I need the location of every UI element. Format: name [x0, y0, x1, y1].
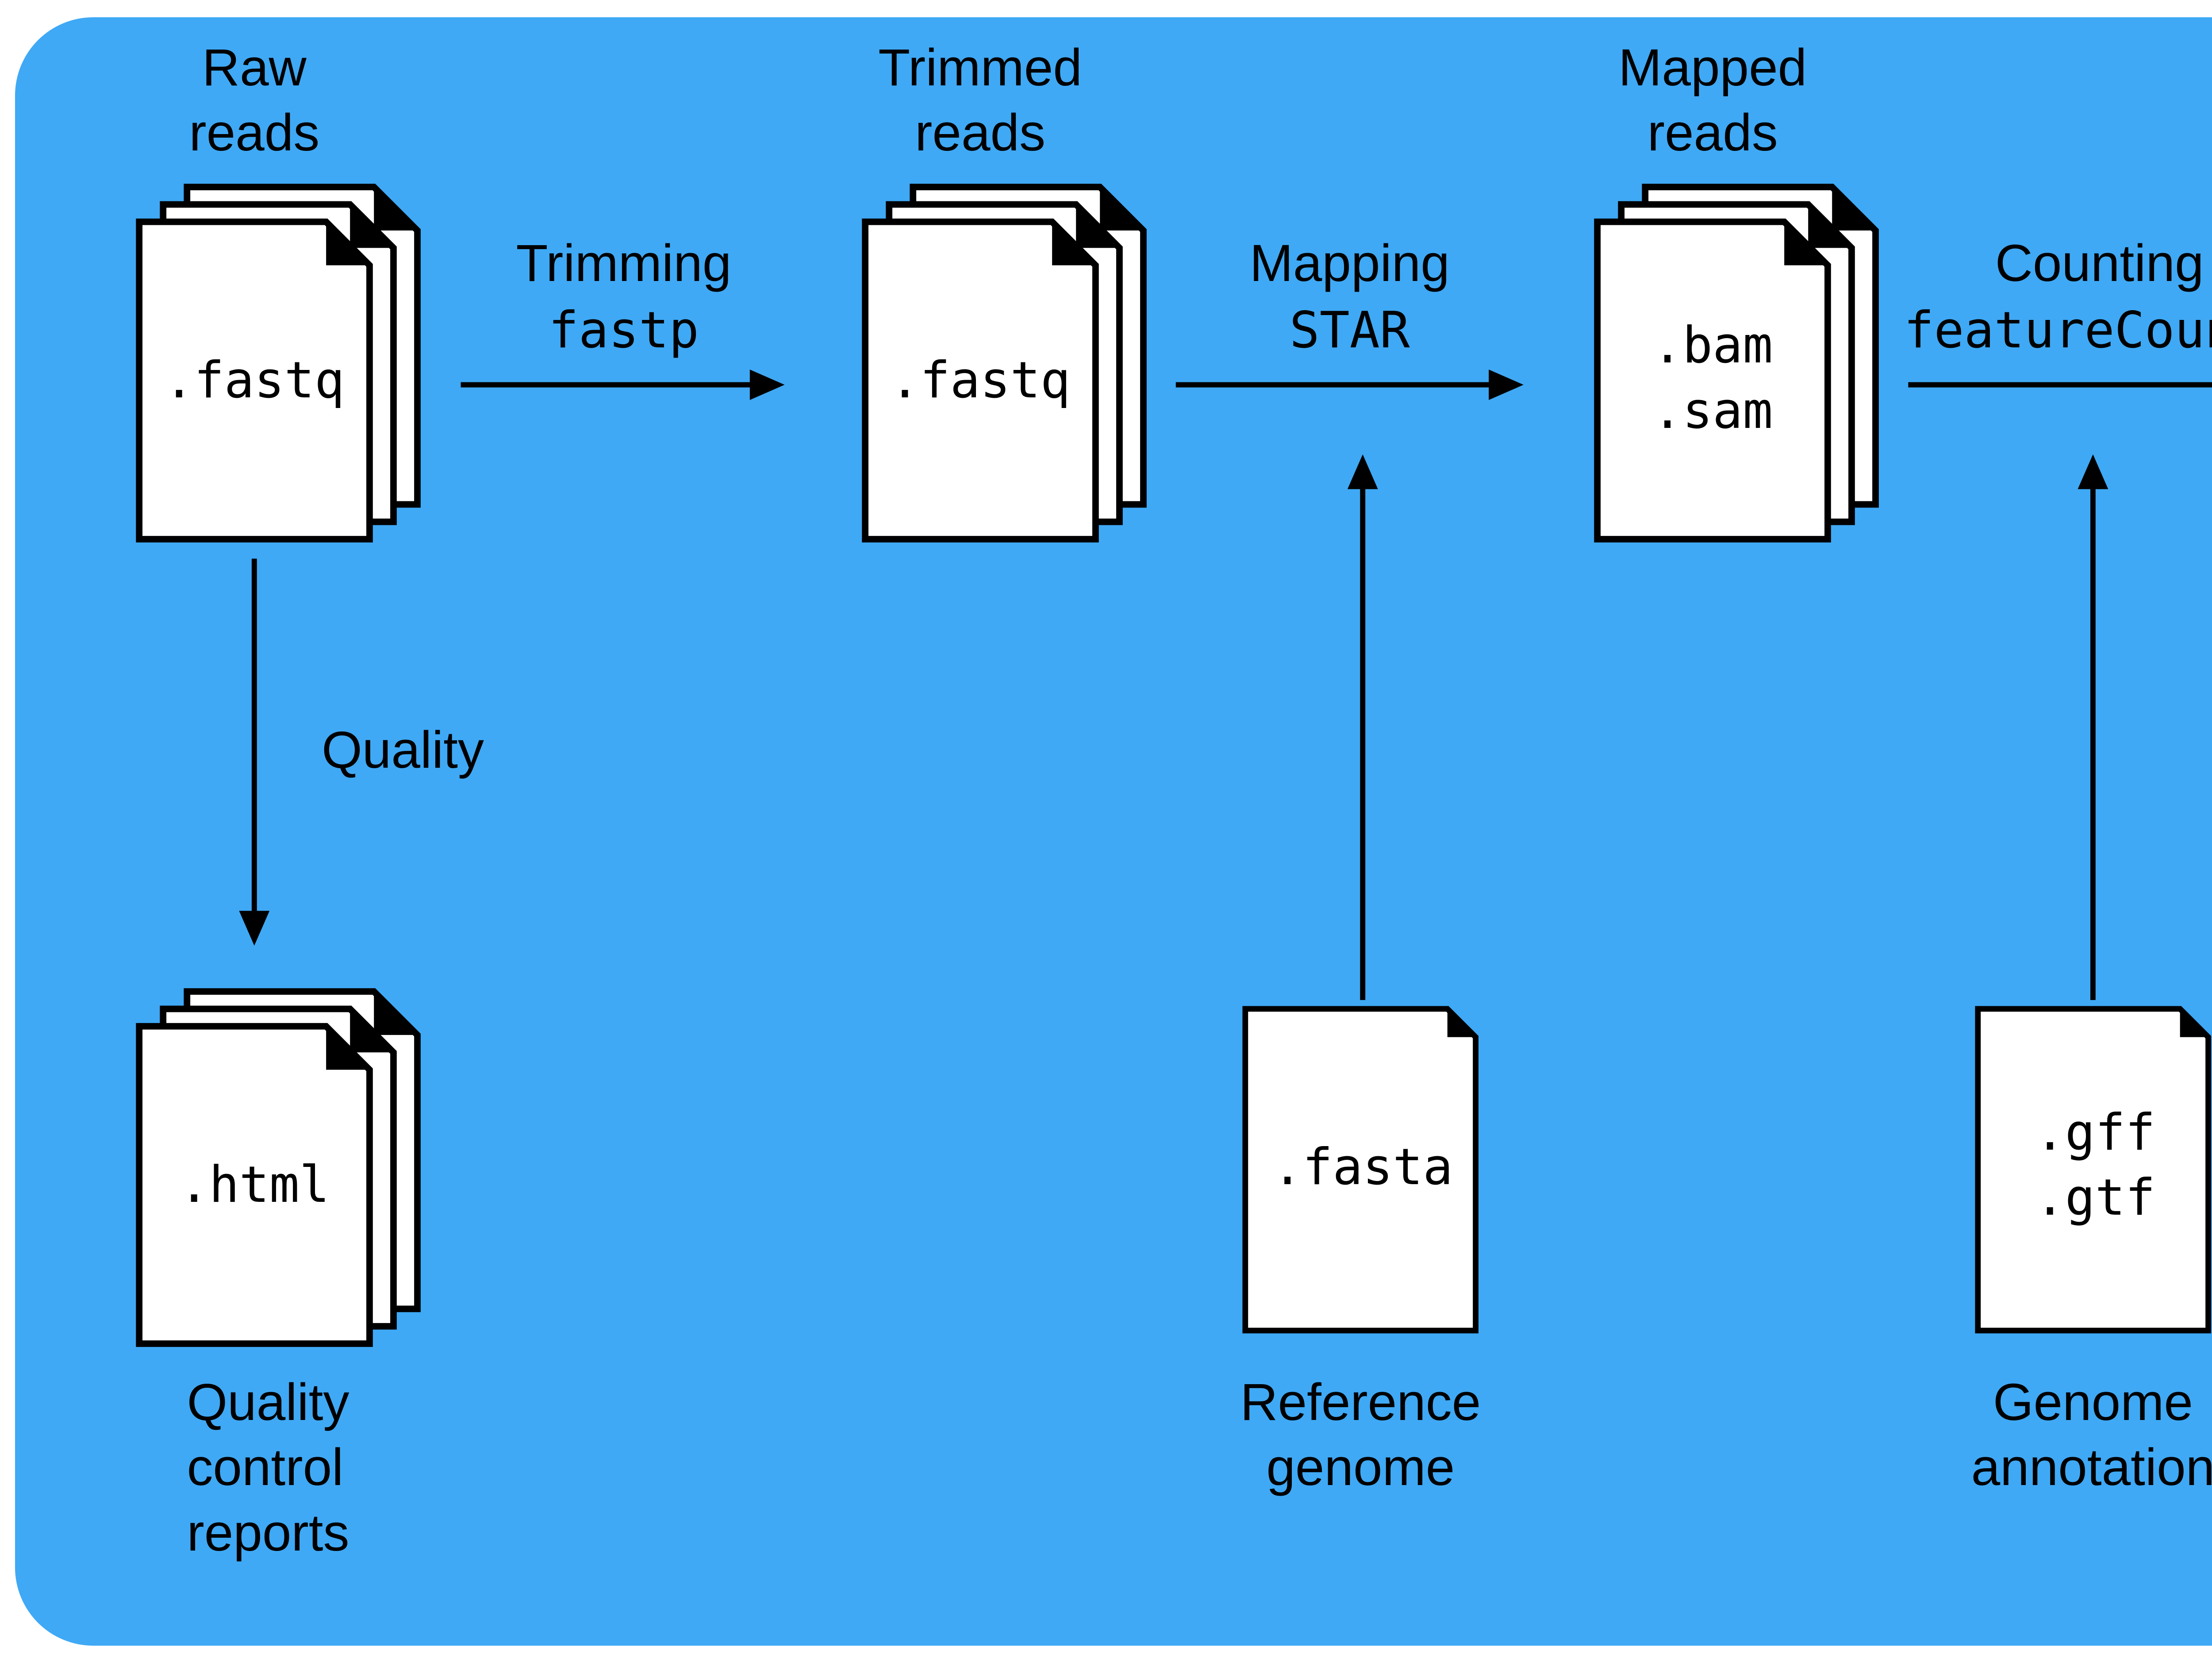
mapped-reads-label: Mapped reads: [1618, 38, 1807, 162]
mapping-step-tool: STAR: [1289, 301, 1410, 360]
trimmed-reads-label: Trimmed reads: [878, 38, 1082, 162]
counting-step-tool: featureCounts: [1904, 301, 2212, 360]
trimming-step-tool: fastp: [548, 301, 699, 360]
mapped-reads-stack-icon: [1594, 184, 1879, 543]
quality-reports-label: Quality control reports: [187, 1373, 349, 1562]
quality-step-label: Quality: [322, 720, 484, 779]
mapped-reads-ext: .bam .sam: [1593, 313, 1832, 443]
mapped-reads-ext-bam: .bam: [1652, 316, 1773, 375]
mapped-reads-ext-sam: .sam: [1652, 381, 1773, 440]
raw-reads-stack-icon: [136, 184, 421, 543]
raw-reads-ext: .fastq: [164, 351, 345, 410]
mapping-step: Mapping STAR: [1176, 231, 1524, 366]
raw-reads-label: Raw reads: [189, 38, 320, 162]
trimming-step-name: Trimming: [516, 233, 732, 292]
reference-genome-ext: .fasta: [1272, 1138, 1453, 1197]
counting-step-name: Counting: [1995, 233, 2204, 292]
counting-step: Counting featureCounts: [1893, 231, 2212, 366]
quality-reports-stack-icon: [136, 988, 421, 1347]
genome-annotation-ext: .gff .gtf: [1976, 1100, 2212, 1231]
reference-genome-doc-icon: [1242, 1006, 1479, 1333]
quality-reports-ext: .html: [179, 1155, 330, 1214]
genome-annotation-label: Genome annotation: [1971, 1373, 2212, 1497]
trimmed-reads-ext: .fastq: [890, 351, 1071, 410]
reference-genome-label: Reference genome: [1240, 1373, 1481, 1497]
mapping-step-name: Mapping: [1249, 233, 1450, 292]
genome-annotation-ext-gtf: .gtf: [2035, 1168, 2155, 1227]
genome-annotation-ext-gff: .gff: [2035, 1103, 2155, 1162]
trimmed-reads-stack-icon: [861, 184, 1147, 543]
genome-annotation-doc-icon: [1975, 1006, 2211, 1333]
trimming-step: Trimming fastp: [450, 231, 798, 366]
